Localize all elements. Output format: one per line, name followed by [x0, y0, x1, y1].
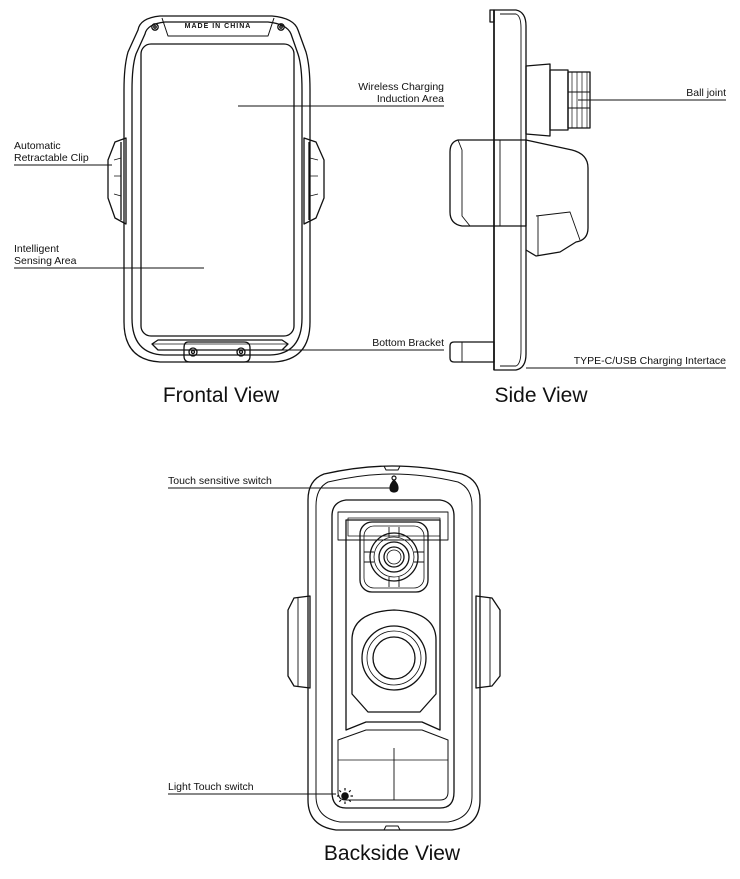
ball-joint: [549, 69, 569, 131]
label-clip-line1: Automatic: [14, 140, 61, 152]
wireless-charging-area: [140, 43, 295, 337]
backside-view-device: [287, 465, 501, 831]
back-right-clip: [475, 595, 501, 689]
back-left-clip: [287, 595, 311, 689]
label-type-c: TYPE-C/USB Charging Intertace: [574, 355, 726, 367]
frontal-view-device: [107, 15, 325, 363]
frontal-view-title: Frontal View: [163, 384, 280, 407]
touch-switch-icon: [389, 475, 399, 493]
label-light-switch: Light Touch switch: [168, 781, 254, 793]
backside-view-title: Backside View: [324, 842, 461, 865]
side-view-device: [449, 9, 591, 371]
side-main-plate: [493, 9, 527, 371]
back-outer-shell: [307, 465, 481, 831]
label-clip-line2: Retractable Clip: [14, 152, 89, 164]
screw-icon: [277, 23, 285, 31]
label-touch-switch: Touch sensitive switch: [168, 475, 272, 487]
made-in-china-stamp: MADE IN CHINA: [185, 23, 252, 30]
side-clip: [449, 139, 527, 227]
label-bottom-bracket: Bottom Bracket: [372, 337, 444, 349]
label-wireless-line2: Induction Area: [377, 93, 444, 105]
label-sensing-line1: Intelligent: [14, 243, 59, 255]
label-wireless-line1: Wireless Charging: [358, 81, 444, 93]
left-retractable-clip: [107, 137, 127, 225]
light-sun-icon: [337, 788, 353, 804]
frontal-outer-body: [123, 15, 311, 363]
label-sensing-line2: Sensing Area: [14, 255, 77, 267]
side-view-title: Side View: [494, 384, 588, 407]
label-ball-joint: Ball joint: [686, 87, 726, 99]
right-retractable-clip: [303, 137, 325, 225]
screw-icon: [151, 23, 159, 31]
